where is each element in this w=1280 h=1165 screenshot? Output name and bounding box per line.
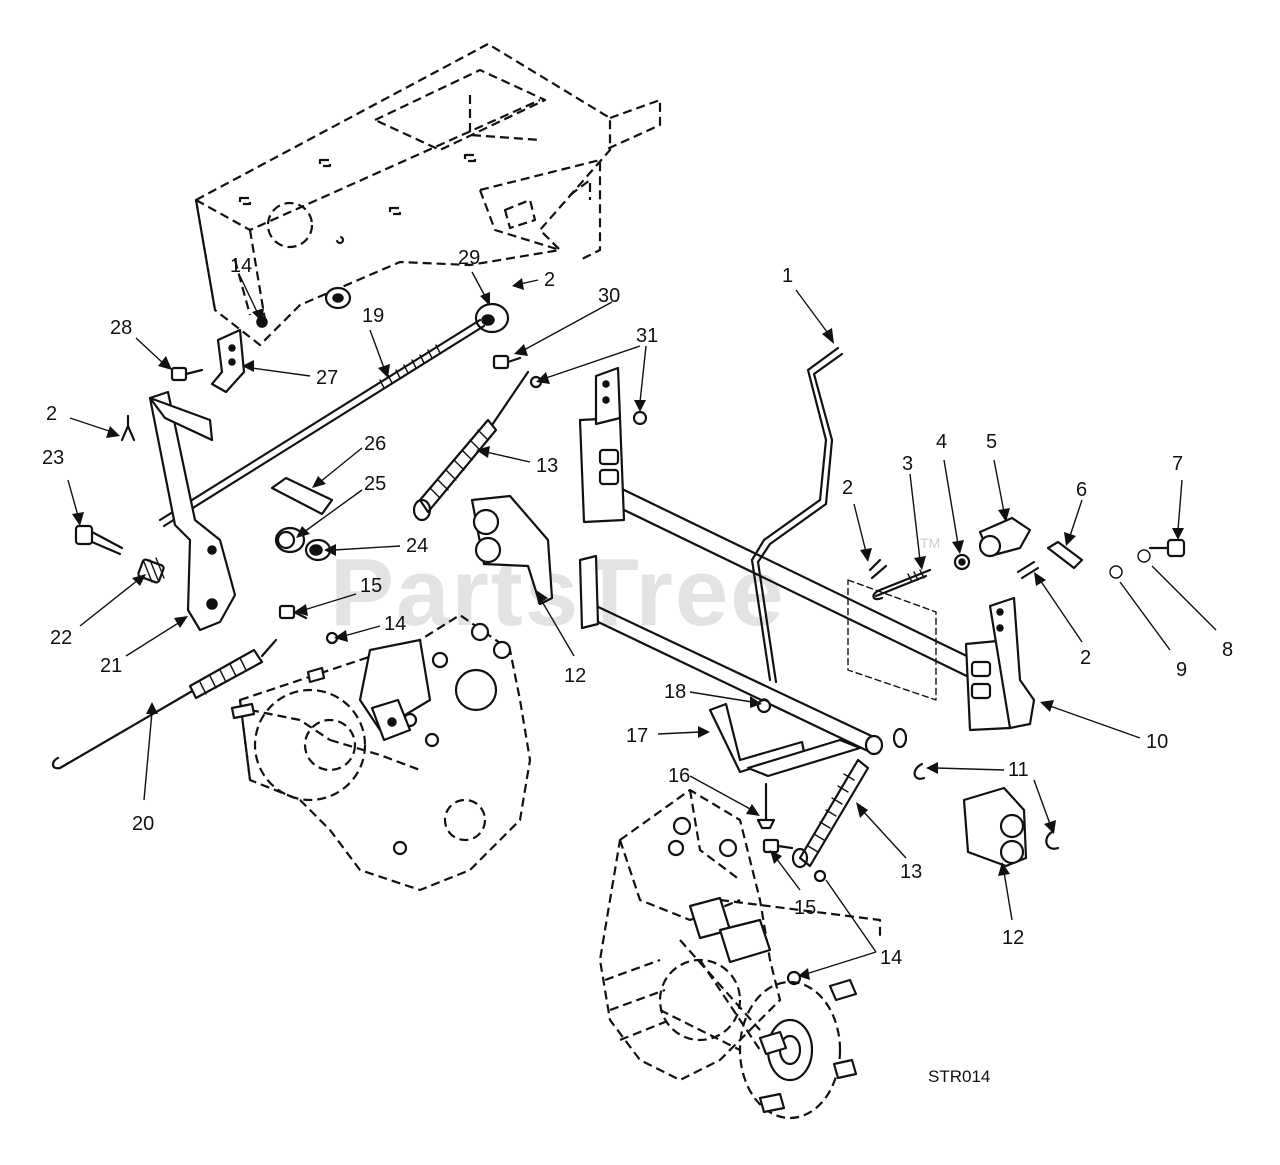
part-28-bolt <box>170 366 204 382</box>
part-5-clevis <box>978 516 1032 558</box>
part-12-bracket-lower <box>962 786 1028 868</box>
part-23-bolt <box>74 524 124 556</box>
callout-29: 29 <box>458 247 480 269</box>
callout-2: 2 <box>1080 647 1091 669</box>
part-11-e-ring <box>913 762 926 780</box>
part-8-washer <box>1137 549 1151 563</box>
part-20-spring-rod <box>51 638 278 770</box>
callout-23: 23 <box>42 447 64 469</box>
part-7-bolt <box>1148 538 1186 558</box>
callout-22: 22 <box>50 627 72 649</box>
part-4-nut <box>953 553 971 571</box>
callout-7: 7 <box>1172 453 1183 475</box>
leader-lines <box>67 271 1217 980</box>
callout-26: 26 <box>364 433 386 455</box>
callout-14: 14 <box>384 613 406 635</box>
callout-13: 13 <box>900 861 922 883</box>
part-12-bracket <box>470 494 554 606</box>
part-16-screw <box>756 782 776 830</box>
callout-11: 11 <box>1008 759 1029 781</box>
watermark-trademark: TM <box>920 535 940 551</box>
callout-13: 13 <box>536 455 558 477</box>
part-3-pin <box>872 568 932 601</box>
callout-14: 14 <box>230 255 252 277</box>
part-31-nut <box>632 410 648 426</box>
callout-15: 15 <box>360 575 382 597</box>
transmission-right <box>598 788 882 1082</box>
callout-27: 27 <box>316 367 338 389</box>
callout-15: 15 <box>794 897 816 919</box>
part-24-nut <box>304 538 332 562</box>
part-21-lever <box>148 390 237 632</box>
transmission-left <box>230 613 532 892</box>
part-19-rod <box>158 318 486 528</box>
part-6-pin <box>1046 540 1084 570</box>
part-13-spring <box>412 370 530 522</box>
part-10-axle-assembly <box>578 366 1036 756</box>
callout-28: 28 <box>110 317 132 339</box>
callout-30: 30 <box>598 285 620 307</box>
callout-8: 8 <box>1222 639 1233 661</box>
callout-16: 16 <box>668 765 690 787</box>
callout-19: 19 <box>362 305 384 327</box>
part-18-nut <box>756 698 772 714</box>
part-17-bracket <box>708 698 862 778</box>
drawing-code: STR014 <box>928 1067 990 1086</box>
callout-6: 6 <box>1076 479 1087 501</box>
callout-5: 5 <box>986 431 997 453</box>
callout-21: 21 <box>100 655 122 677</box>
callout-24: 24 <box>406 535 428 557</box>
wheel-hub <box>738 978 858 1120</box>
callout-17: 17 <box>626 725 648 747</box>
part-1-pedal-rod <box>750 346 840 682</box>
part-26-tube <box>270 476 334 516</box>
callout-2: 2 <box>842 477 853 499</box>
callout-25: 25 <box>364 473 386 495</box>
watermark: PartsTree <box>330 539 786 646</box>
part-9-washer <box>1109 565 1123 579</box>
callout-31: 31 <box>636 325 658 347</box>
part-22-spring <box>137 557 165 584</box>
callout-12: 12 <box>564 665 586 687</box>
callout-4: 4 <box>936 431 947 453</box>
bracket-hole <box>228 358 236 366</box>
part-15-screw-lower <box>762 838 794 854</box>
part-2-cotter-pin <box>120 414 136 442</box>
callout-9: 9 <box>1176 659 1187 681</box>
callout-2: 2 <box>544 269 555 291</box>
part-2-cotter-pin <box>868 558 888 580</box>
callout-14: 14 <box>880 947 902 969</box>
frame-outline <box>194 42 662 347</box>
callout-10: 10 <box>1146 731 1168 753</box>
callout-20: 20 <box>132 813 154 835</box>
callout-12: 12 <box>1002 927 1024 949</box>
callout-labels: 1 2 2 2 2 3 4 5 6 7 8 9 10 11 12 12 13 1… <box>42 247 1233 969</box>
part-11-e-ring <box>1045 830 1060 850</box>
callout-2: 2 <box>46 403 57 425</box>
part-2-cotter-pin <box>1016 560 1040 580</box>
part-30-screw <box>492 354 522 370</box>
callout-1: 1 <box>782 265 793 287</box>
callout-18: 18 <box>664 681 686 703</box>
part-14-washer-lower <box>813 869 827 883</box>
part-25-bushing <box>274 526 306 554</box>
callout-3: 3 <box>902 453 913 475</box>
bracket-hole <box>228 344 236 352</box>
part-13-spring-lower <box>791 727 908 869</box>
part-27-bracket <box>210 328 246 394</box>
